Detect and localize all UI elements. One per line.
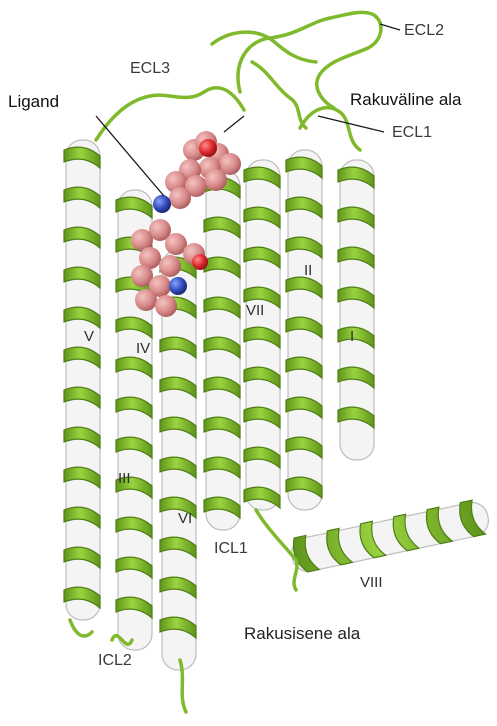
ecl1-leader-line [318, 116, 384, 132]
ligand-leader-line [96, 116, 164, 196]
n-term-loop [70, 620, 92, 636]
helix-vii-label: VII [246, 302, 264, 319]
ecl3-leader-line [224, 116, 244, 132]
helix-vi-label: VI [178, 510, 192, 527]
helix-v [64, 140, 100, 620]
helix-ii-label: II [304, 262, 312, 279]
helix-vi [204, 170, 240, 530]
helix-iii-label: III [118, 470, 131, 487]
helix-ii [286, 150, 322, 510]
ecl2-label: ECL2 [404, 22, 444, 40]
icl1-loop [256, 510, 297, 590]
intracellular-region-label: Rakusisene ala [244, 624, 360, 644]
helix-viii-label: VIII [360, 574, 383, 591]
ecl-loop-4 [252, 62, 306, 128]
ecl3-label: ECL3 [130, 60, 170, 78]
extracellular-loops [96, 12, 381, 150]
helix-vii [244, 160, 280, 510]
helix-i [338, 160, 374, 460]
helix-i-label: I [350, 328, 354, 345]
ecl1-label: ECL1 [392, 124, 432, 142]
ecl2-loop-2 [212, 32, 316, 62]
helix-viii [289, 499, 492, 575]
extracellular-region-label: Rakuväline ala [350, 90, 462, 110]
icl1-label: ICL1 [214, 540, 248, 558]
ecl1-loop [300, 108, 360, 150]
ecl2-leader-line [380, 24, 400, 30]
helix-v-label: V [84, 328, 94, 345]
helices [64, 140, 491, 670]
helix-iv-label: IV [136, 340, 150, 357]
ecl3-loop [96, 88, 244, 140]
icl2-label: ICL2 [98, 652, 132, 670]
ligand-label: Ligand [8, 92, 59, 112]
